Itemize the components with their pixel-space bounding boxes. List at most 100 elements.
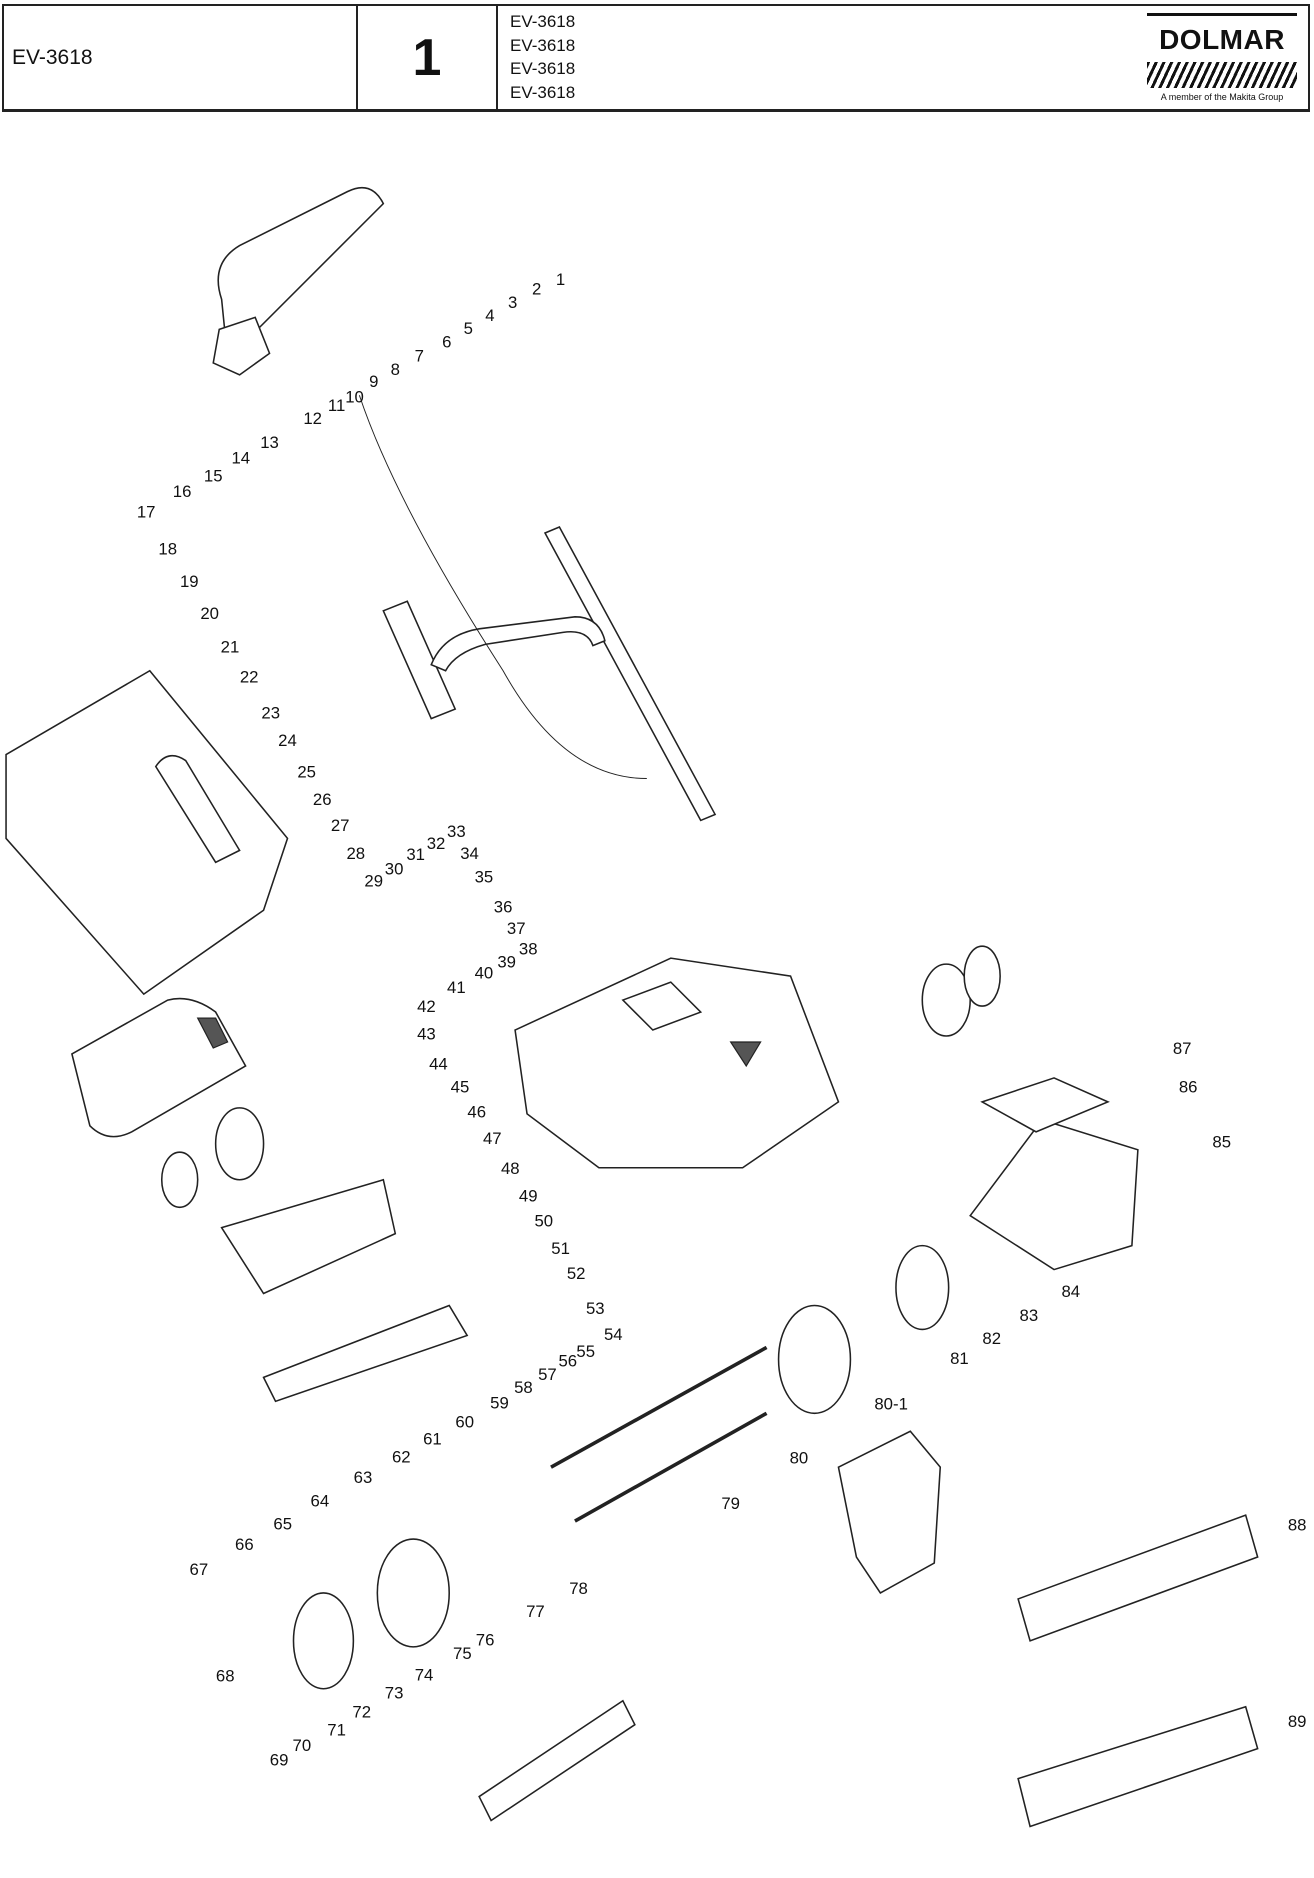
callout-1: 1 (556, 270, 565, 289)
callout-47: 47 (483, 1129, 502, 1148)
callout-48: 48 (501, 1159, 520, 1178)
logo-brand: DOLMAR (1159, 24, 1285, 55)
callout-85: 85 (1212, 1132, 1231, 1151)
callout-46: 46 (467, 1102, 486, 1121)
callout-21: 21 (221, 638, 240, 657)
logo-tagline: A member of the Makita Group (1160, 92, 1284, 102)
callout-39: 39 (497, 953, 516, 972)
callout-20: 20 (200, 604, 219, 623)
callout-80: 80 (790, 1449, 809, 1468)
model-entry: EV-3618 (510, 35, 576, 55)
deflector-plates (220, 1178, 469, 1403)
callout-51: 51 (551, 1239, 570, 1258)
title-block: EV-3618 1 EV-3618 EV-3618 EV-3618 EV-361… (2, 4, 1310, 112)
wheels (160, 945, 1001, 1690)
callout-36: 36 (494, 898, 513, 917)
callout-52: 52 (567, 1264, 586, 1283)
handle-lower (358, 395, 717, 822)
model-cell: EV-3618 (4, 6, 358, 109)
mower-housing (514, 957, 840, 1169)
callout-74: 74 (415, 1665, 434, 1684)
callout-67: 67 (190, 1560, 209, 1579)
model-entry: EV-3618 (510, 59, 576, 79)
callout-3: 3 (508, 293, 517, 312)
callout-54: 54 (604, 1325, 623, 1344)
callout-9: 9 (369, 372, 378, 391)
callout-40: 40 (475, 964, 494, 983)
callout-73: 73 (385, 1683, 404, 1702)
callout-29: 29 (364, 871, 383, 890)
callout-76: 76 (476, 1631, 495, 1650)
callout-57: 57 (538, 1365, 557, 1384)
callout-32: 32 (427, 834, 446, 853)
callout-23: 23 (261, 704, 280, 723)
callout-41: 41 (447, 978, 466, 997)
callout-58: 58 (514, 1378, 533, 1397)
callout-15: 15 (204, 466, 223, 485)
callout-88: 88 (1288, 1516, 1307, 1535)
callout-33: 33 (447, 822, 466, 841)
callout-60: 60 (455, 1413, 474, 1432)
logo-hatch (1147, 62, 1297, 88)
callout-53: 53 (586, 1299, 605, 1318)
callout-84: 84 (1061, 1282, 1080, 1301)
dolmar-logo: DOLMAR A member of the Makita Group (1142, 6, 1308, 109)
callout-71: 71 (327, 1720, 346, 1739)
axles (550, 1345, 768, 1523)
callout-89: 89 (1288, 1712, 1307, 1731)
callout-25: 25 (297, 762, 316, 781)
callout-44: 44 (429, 1055, 448, 1074)
callout-24: 24 (278, 731, 297, 750)
callout-70: 70 (293, 1736, 312, 1755)
callout-18: 18 (158, 540, 177, 559)
callout-61: 61 (423, 1429, 442, 1448)
callout-11: 11 (328, 396, 345, 415)
callout-16: 16 (173, 482, 192, 501)
callout-43: 43 (417, 1025, 436, 1044)
handle-upper (212, 186, 457, 720)
callout-63: 63 (354, 1468, 373, 1487)
callout-72: 72 (352, 1703, 371, 1722)
callout-79: 79 (721, 1494, 740, 1513)
callout-labels: 1234567891011121314151617181920212223242… (137, 270, 1307, 1769)
callout-7: 7 (415, 347, 424, 366)
callout-19: 19 (180, 572, 199, 591)
motor (837, 1430, 942, 1594)
callout-45: 45 (451, 1077, 470, 1096)
callout-31: 31 (406, 845, 425, 864)
callout-77: 77 (526, 1602, 545, 1621)
callout-37: 37 (507, 919, 526, 938)
callout-4: 4 (485, 306, 494, 325)
grass-bag (5, 669, 289, 996)
callout-86: 86 (1179, 1077, 1198, 1096)
callout-35: 35 (475, 868, 494, 887)
callout-75: 75 (453, 1644, 472, 1663)
callout-55: 55 (576, 1342, 595, 1361)
bag-frame (71, 997, 247, 1138)
callout-34: 34 (460, 844, 479, 863)
callout-56: 56 (558, 1352, 577, 1371)
callout-26: 26 (313, 790, 332, 809)
callout-10: 10 (345, 387, 364, 406)
callout-83: 83 (1020, 1306, 1039, 1325)
callout-6: 6 (442, 332, 451, 351)
callout-78: 78 (569, 1579, 588, 1598)
callout-82: 82 (982, 1329, 1001, 1348)
callout-69: 69 (270, 1750, 289, 1769)
callout-59: 59 (490, 1394, 509, 1413)
callout-64: 64 (311, 1492, 330, 1511)
logo-bar (1147, 13, 1297, 16)
callout-80-1: 80-1 (874, 1395, 908, 1414)
callout-62: 62 (392, 1447, 411, 1466)
motor-cover (969, 1077, 1139, 1271)
callout-14: 14 (231, 449, 250, 468)
callout-49: 49 (519, 1186, 538, 1205)
callout-50: 50 (534, 1211, 553, 1230)
callout-28: 28 (346, 844, 365, 863)
callout-12: 12 (303, 409, 322, 428)
model-entry: EV-3618 (510, 83, 576, 103)
callout-65: 65 (273, 1514, 292, 1533)
callout-27: 27 (331, 816, 350, 835)
callout-17: 17 (137, 502, 156, 521)
